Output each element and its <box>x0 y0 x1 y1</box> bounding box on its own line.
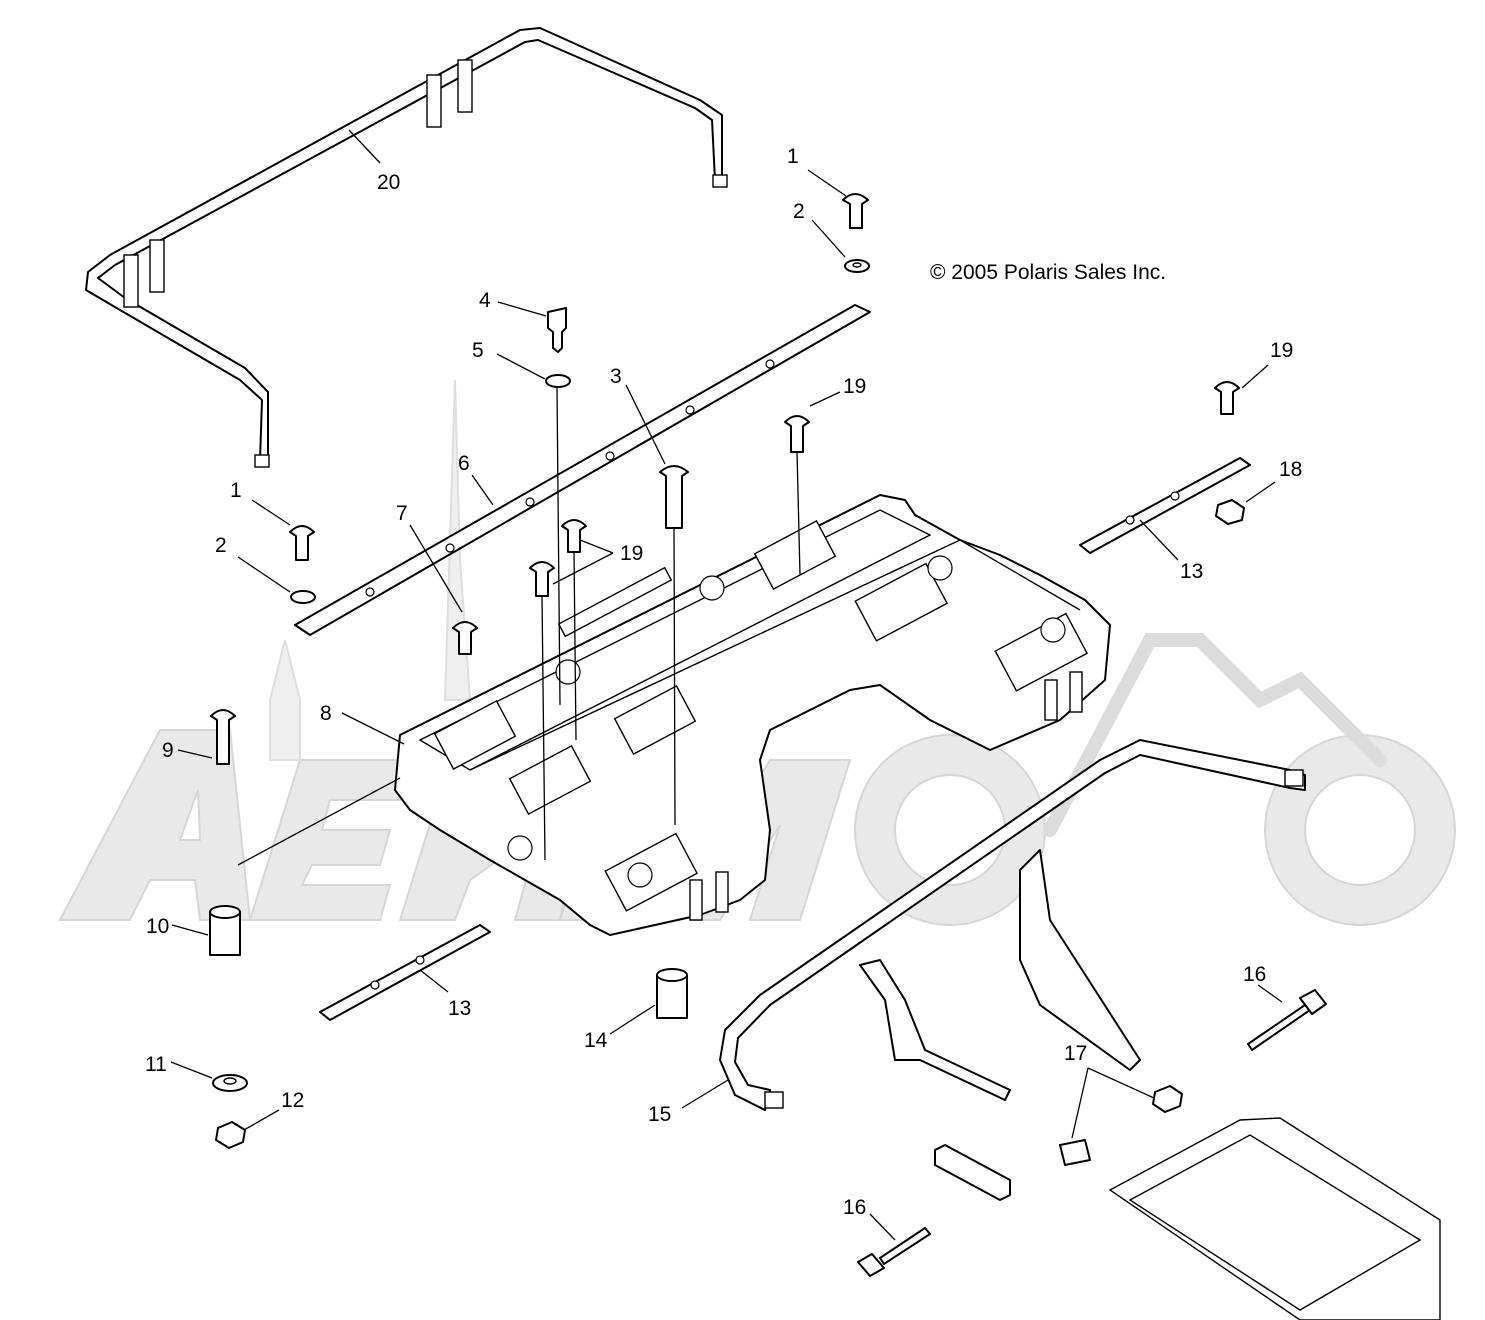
callout-7: 7 <box>396 502 408 525</box>
callout-9: 9 <box>162 739 174 762</box>
callout-2: 2 <box>215 534 227 557</box>
callout-10: 10 <box>146 915 169 938</box>
callout-2: 2 <box>793 200 805 223</box>
callout-13: 13 <box>1180 560 1203 583</box>
callout-1: 1 <box>787 145 799 168</box>
callout-4: 4 <box>479 289 491 312</box>
callout-16: 16 <box>1243 963 1266 986</box>
fasteners <box>209 193 1327 1277</box>
callout-14: 14 <box>584 1029 608 1052</box>
copyright-notice: © 2005 Polaris Sales Inc. <box>930 261 1166 284</box>
callout-labels: 1 2 20 4 5 3 19 19 18 13 6 1 2 7 19 8 9 … <box>145 145 1302 1219</box>
callout-3: 3 <box>610 365 622 388</box>
callout-17: 17 <box>1064 1042 1087 1065</box>
alignment-lines <box>237 387 801 866</box>
strip-13-left <box>319 924 491 1021</box>
callout-8: 8 <box>320 702 332 725</box>
bracket-plate <box>934 1144 1011 1201</box>
strip-13-right <box>1079 457 1251 554</box>
rack-rail-20 <box>85 27 728 468</box>
callout-11: 11 <box>145 1053 167 1076</box>
callout-20: 20 <box>377 171 400 194</box>
callout-5: 5 <box>472 339 484 362</box>
callout-6: 6 <box>458 452 470 475</box>
callout-1: 1 <box>230 479 242 502</box>
callout-16: 16 <box>843 1196 866 1219</box>
callout-13: 13 <box>448 997 471 1020</box>
callout-15: 15 <box>648 1103 671 1126</box>
bumper-15 <box>719 739 1306 1111</box>
frame-fragment <box>1108 1117 1441 1320</box>
callout-18: 18 <box>1279 458 1302 481</box>
strip-6 <box>294 304 871 636</box>
leader-lines <box>170 129 1283 1241</box>
callout-19: 19 <box>843 375 866 398</box>
callout-19: 19 <box>1270 339 1293 362</box>
callout-12: 12 <box>281 1089 304 1112</box>
callout-19: 19 <box>620 542 643 565</box>
